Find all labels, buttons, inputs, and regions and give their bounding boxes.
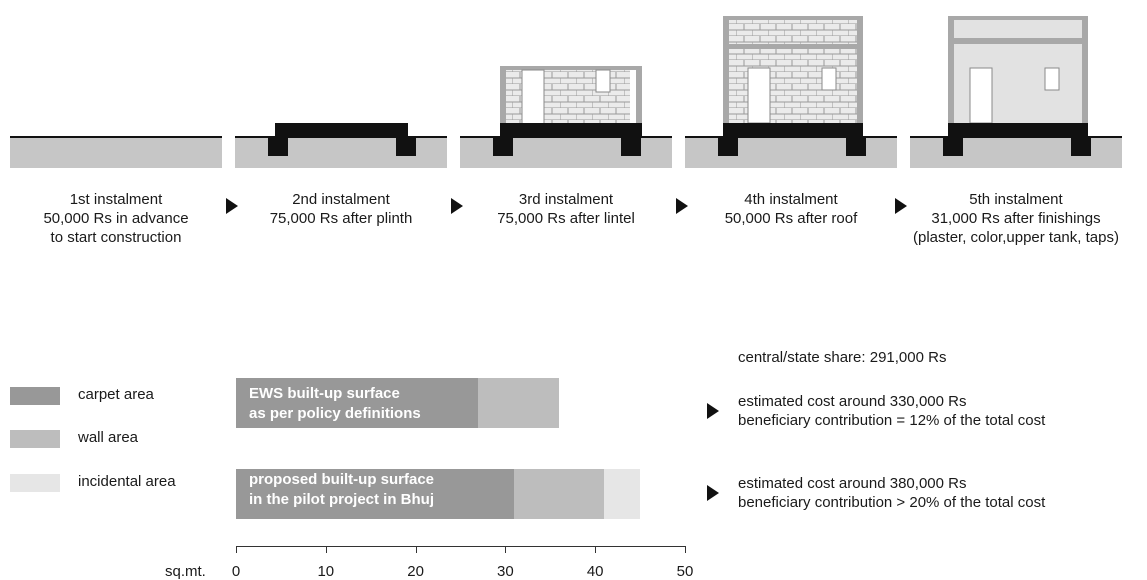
- stage-4-caption: 4th instalment 50,000 Rs after roof: [678, 190, 904, 228]
- parapet: [723, 16, 863, 20]
- stage-detail: (plaster, color,upper tank, taps): [913, 229, 1119, 246]
- cost-info-proposed: estimated cost around 380,000 Rs benefic…: [738, 474, 1045, 512]
- stage-3-caption: 3rd instalment 75,000 Rs after lintel: [453, 190, 679, 228]
- arrow-right-icon: [676, 198, 688, 214]
- column: [1082, 16, 1088, 124]
- x-axis-tick: [595, 546, 597, 553]
- ground-block: [10, 138, 222, 168]
- stage-title: 3rd instalment: [518, 191, 614, 208]
- footing: [621, 136, 641, 156]
- plinth-beam: [723, 123, 863, 136]
- stage-title: 4th instalment: [744, 191, 838, 208]
- window-opening: [821, 67, 837, 91]
- plinth-beam: [948, 123, 1088, 136]
- stage-2-caption: 2nd instalment 75,000 Rs after plinth: [228, 190, 454, 228]
- arrow-right-icon: [707, 485, 719, 501]
- stage-3-drawing: [460, 66, 672, 168]
- footing: [1071, 136, 1091, 156]
- column: [857, 16, 863, 124]
- stage-4-drawing: [685, 16, 897, 168]
- column: [948, 16, 954, 124]
- bar-label-line: EWS built-up surface: [249, 385, 400, 402]
- window: [1044, 67, 1060, 91]
- x-axis-tick: [325, 546, 327, 553]
- x-axis-tick: [685, 546, 686, 553]
- stage-1-caption: 1st instalment 50,000 Rs in advance to s…: [3, 190, 229, 247]
- stage-detail: 75,000 Rs after plinth: [269, 210, 413, 227]
- door: [969, 67, 993, 124]
- bar-label: proposed built-up surface in the pilot p…: [249, 470, 434, 510]
- legend-label: carpet area: [78, 386, 154, 403]
- legend-swatch-incidental: [10, 474, 60, 492]
- x-axis-tick: [415, 546, 417, 553]
- column: [500, 66, 506, 124]
- door-opening: [747, 67, 771, 124]
- cost-line: estimated cost around 330,000 Rs: [738, 393, 967, 410]
- arrow-right-icon: [707, 403, 719, 419]
- stage-1-drawing: [10, 136, 222, 168]
- window-opening: [595, 69, 611, 93]
- bar-carpet-segment: [236, 469, 515, 519]
- share-text: central/state share: 291,000 Rs: [738, 349, 947, 366]
- column: [723, 16, 729, 124]
- x-axis-tick-label: 20: [407, 563, 424, 580]
- bar-incidental-segment: [604, 469, 641, 519]
- x-axis-line: [236, 546, 685, 547]
- legend-swatch-wall: [10, 430, 60, 448]
- x-axis-tick-label: 50: [676, 563, 694, 580]
- roof-slab: [948, 38, 1088, 44]
- footing: [718, 136, 738, 156]
- footing: [943, 136, 963, 156]
- plinth-beam: [500, 123, 642, 136]
- door-opening: [521, 69, 545, 125]
- x-axis-tick: [505, 546, 507, 553]
- construction-stages-illustration: [10, 16, 1122, 168]
- cost-line: estimated cost around 380,000 Rs: [738, 475, 967, 492]
- bar-wall-segment: [514, 469, 605, 519]
- legend-swatch-carpet: [10, 387, 60, 405]
- x-axis-tick-label: 0: [231, 563, 241, 580]
- stage-2-drawing: [235, 123, 447, 168]
- legend-label: incidental area: [78, 473, 176, 490]
- bar-label: EWS built-up surface as per policy defin…: [249, 384, 421, 424]
- stage-detail: 50,000 Rs in advance: [43, 210, 189, 227]
- parapet: [948, 16, 1088, 20]
- contribution-line: beneficiary contribution = 12% of the to…: [738, 412, 1046, 429]
- stage-5-caption: 5th instalment 31,000 Rs after finishing…: [903, 190, 1129, 247]
- bar-wall-segment: [478, 378, 560, 428]
- footing: [268, 136, 288, 156]
- contribution-line: beneficiary contribution > 20% of the to…: [738, 494, 1046, 511]
- arrow-right-icon: [226, 198, 238, 214]
- stage-detail: 31,000 Rs after finishings: [931, 210, 1101, 227]
- footing: [493, 136, 513, 156]
- x-axis-tick: [236, 546, 237, 553]
- stage-title: 2nd instalment: [292, 191, 390, 208]
- cost-info-ews: estimated cost around 330,000 Rs benefic…: [738, 392, 1045, 430]
- x-axis-tick-label: 40: [586, 563, 604, 580]
- bar-carpet-segment: [236, 378, 479, 428]
- lintel: [500, 66, 642, 70]
- x-axis-tick-label: 30: [497, 563, 514, 580]
- column: [636, 66, 642, 124]
- stage-5-drawing: [910, 16, 1122, 168]
- footing: [846, 136, 866, 156]
- stage-detail: 75,000 Rs after lintel: [497, 210, 635, 227]
- x-axis-tick-label: 10: [317, 563, 335, 580]
- bar-label-line: proposed built-up surface: [249, 471, 435, 488]
- stage-detail: to start construction: [50, 229, 182, 246]
- roof-slab: [723, 44, 863, 49]
- footing: [396, 136, 416, 156]
- bar-label-line: in the pilot project in Bhuj: [249, 491, 434, 508]
- axis-unit-label: sq.mt.: [165, 563, 206, 580]
- arrow-right-icon: [895, 198, 907, 214]
- stage-title: 5th instalment: [969, 191, 1063, 208]
- stage-detail: 50,000 Rs after roof: [724, 210, 858, 227]
- legend-label: wall area: [78, 429, 139, 446]
- bar-label-line: as per policy definitions: [249, 405, 421, 422]
- arrow-right-icon: [451, 198, 463, 214]
- plinth-beam: [275, 123, 408, 136]
- stage-title: 1st instalment: [69, 191, 163, 208]
